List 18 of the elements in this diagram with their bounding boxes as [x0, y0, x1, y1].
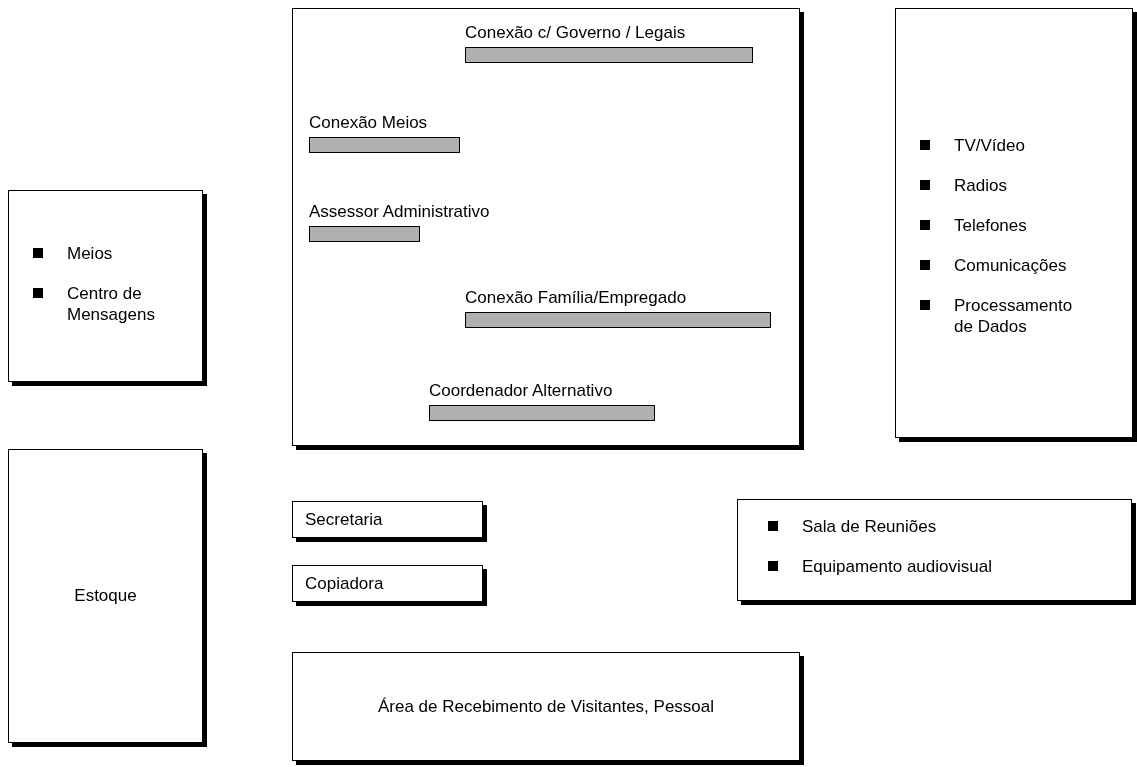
room-label: Secretaria — [305, 509, 383, 530]
list-item: Sala de Reuniões — [802, 517, 937, 536]
position-label: Conexão Família/Empregado — [465, 288, 687, 308]
room-label: Copiadora — [305, 573, 384, 594]
room-label: Estoque — [74, 586, 137, 606]
list-item: Comunicações — [954, 256, 1067, 275]
list-item: Centro de Mensagens — [67, 284, 155, 324]
position-label: Assessor Administrativo — [309, 202, 490, 222]
list-item: Meios — [67, 244, 113, 263]
list-item: Processamento de Dados — [954, 296, 1073, 336]
list-item: Telefones — [954, 216, 1027, 235]
position-label: Conexão c/ Governo / Legais — [465, 23, 686, 43]
position-label: Coordenador Alternativo — [429, 381, 613, 401]
list-item: Equipamento audiovisual — [802, 557, 992, 576]
list-item: Radios — [954, 176, 1007, 195]
position-label: Conexão Meios — [309, 113, 428, 133]
room-label: Área de Recebimento de Visitantes, Pessoal — [377, 696, 715, 717]
list-item: TV/Vídeo — [954, 136, 1025, 155]
